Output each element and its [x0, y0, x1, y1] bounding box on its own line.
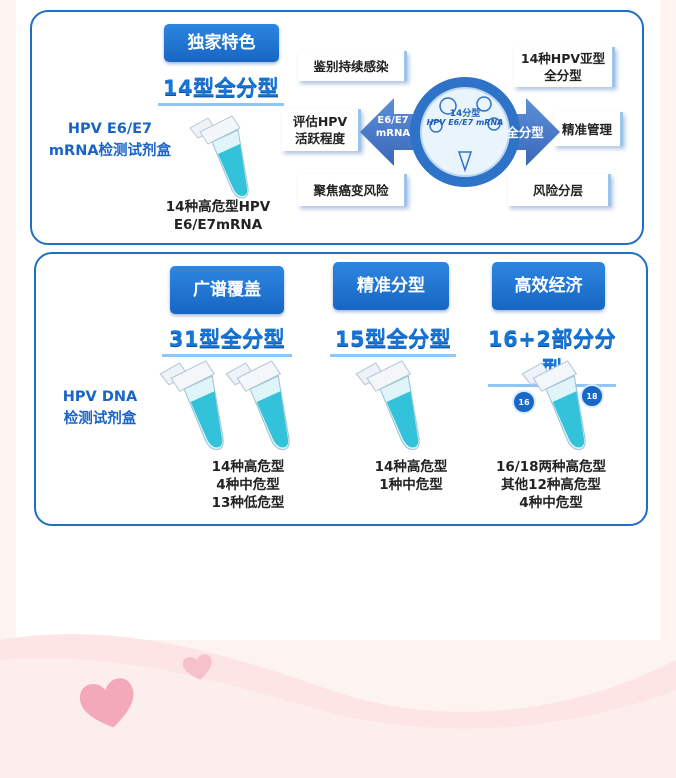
mrna-circle-icon: [410, 77, 520, 187]
test-tube-icon: [189, 115, 249, 199]
feature-persistent-infection: 鉴别持续感染: [298, 51, 407, 81]
feature-hpv-activity: 评估HPV 活跃程度: [282, 109, 361, 151]
desc-16-18: 16/18两种高危型 其他12种高危型 4种中危型: [495, 459, 606, 511]
feature-risk-stratification: 风险分层: [508, 174, 611, 206]
right-arrow-label: 全分型: [506, 125, 544, 140]
test-tube-icon: [225, 360, 290, 451]
desc-15-types: 14种高危型 1种中危型: [374, 459, 448, 493]
precise-typing-tag: 精准分型: [333, 262, 449, 310]
headline-15-types: 15型全分型: [330, 323, 456, 357]
circle-line2: HPV E6/E7 mRNA: [426, 118, 504, 127]
broad-coverage-tag: 广谱覆盖: [170, 266, 284, 314]
left-arrow-label: E6/E7 mRNA: [375, 115, 411, 139]
test-tube-icon: [159, 360, 224, 451]
heart-icon: [80, 678, 134, 728]
wave-decoration: [0, 634, 676, 778]
heart-icon: [182, 654, 212, 680]
mrna-desc: 14种高危型HPV E6/E7mRNA: [165, 199, 271, 233]
test-tube-icon: [355, 360, 420, 451]
feature-subtyping: 14种HPV亚型 全分型: [514, 47, 615, 87]
feature-precise-management: 精准管理: [554, 112, 623, 146]
mrna-headline: 14型全分型: [158, 72, 284, 106]
mrna-kit-title: HPV E6/E7 mRNA检测试剂盒: [48, 121, 172, 159]
circle-line1: 14分型: [449, 109, 481, 119]
exclusive-tag: 独家特色: [164, 24, 279, 62]
headline-31-types: 31型全分型: [162, 323, 292, 357]
test-tube-icon: [521, 360, 586, 451]
desc-31-types: 14种高危型 4种中危型 13种低危型: [211, 459, 285, 511]
feature-cancer-risk: 聚焦癌变风险: [298, 174, 407, 206]
badge-18: 18: [580, 384, 604, 408]
cost-effective-tag: 高效经济: [492, 262, 605, 310]
badge-16: 16: [512, 390, 536, 414]
dna-kit-title: HPV DNA 检测试剂盒: [62, 389, 138, 427]
